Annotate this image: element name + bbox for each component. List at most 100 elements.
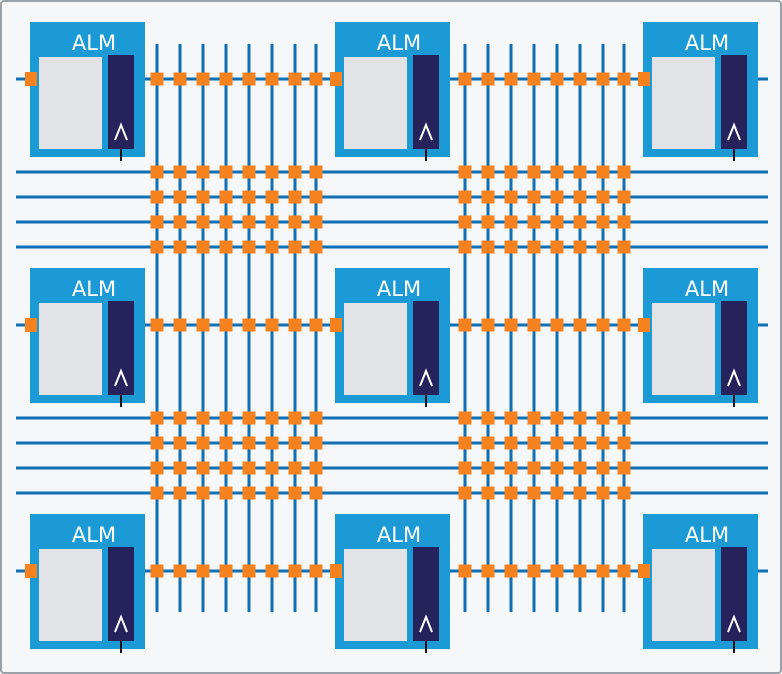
switch-point <box>150 72 164 86</box>
switch-point <box>242 411 256 425</box>
register-box <box>721 55 747 149</box>
switch-point <box>596 190 610 204</box>
switch-point <box>617 215 631 229</box>
switch-point <box>573 411 587 425</box>
switch-point <box>242 436 256 450</box>
switch-point <box>150 461 164 475</box>
switch-point <box>458 564 472 578</box>
switch-point <box>596 318 610 332</box>
switch-point <box>527 72 541 86</box>
alm-input-switch <box>330 72 342 86</box>
switch-point <box>550 72 564 86</box>
switch-point <box>242 72 256 86</box>
switch-point <box>550 436 564 450</box>
switch-point <box>481 72 495 86</box>
switch-point <box>527 411 541 425</box>
alm-block: ALM <box>330 514 450 653</box>
switch-point <box>219 72 233 86</box>
switch-point <box>150 165 164 179</box>
alm-block: ALM <box>638 22 758 161</box>
lut-box <box>344 303 407 395</box>
switch-point <box>265 486 279 500</box>
alm-input-switch <box>25 564 37 578</box>
switch-point <box>150 215 164 229</box>
switch-point <box>550 165 564 179</box>
alm-input-switch <box>330 318 342 332</box>
switch-point <box>550 461 564 475</box>
switch-point <box>596 165 610 179</box>
switch-point <box>265 461 279 475</box>
switch-point <box>196 318 210 332</box>
switch-point <box>504 190 518 204</box>
switch-point <box>309 461 323 475</box>
switch-point <box>196 564 210 578</box>
switch-point <box>504 486 518 500</box>
switch-point <box>458 436 472 450</box>
switch-point <box>596 564 610 578</box>
switch-point <box>173 436 187 450</box>
switch-point <box>196 436 210 450</box>
switch-point <box>527 190 541 204</box>
switch-point <box>196 411 210 425</box>
switch-point <box>527 436 541 450</box>
switch-point <box>150 190 164 204</box>
alm-block: ALM <box>25 22 145 161</box>
switch-point <box>173 318 187 332</box>
switch-point <box>458 240 472 254</box>
alm-block: ALM <box>638 268 758 407</box>
clock-arrow-icon <box>727 368 741 387</box>
alm-label: ALM <box>685 523 729 547</box>
switch-point <box>481 190 495 204</box>
switch-point <box>458 190 472 204</box>
switch-point <box>458 461 472 475</box>
alm-label: ALM <box>685 277 729 301</box>
switch-point <box>265 165 279 179</box>
register-box <box>108 55 134 149</box>
alm-block: ALM <box>330 22 450 161</box>
switch-point <box>219 486 233 500</box>
switch-point <box>458 318 472 332</box>
switch-point <box>288 165 302 179</box>
switch-point <box>309 486 323 500</box>
alm-input-switch <box>25 72 37 86</box>
switch-point <box>150 564 164 578</box>
switch-point <box>617 165 631 179</box>
switch-point <box>265 411 279 425</box>
switch-point <box>242 486 256 500</box>
switch-point <box>481 486 495 500</box>
register-box <box>108 301 134 395</box>
clock-arrow-icon <box>114 614 128 633</box>
switch-point <box>219 215 233 229</box>
switch-point <box>596 215 610 229</box>
register-box <box>413 301 439 395</box>
switch-point <box>196 461 210 475</box>
lut-box <box>39 57 102 149</box>
switch-point <box>242 240 256 254</box>
switch-point <box>150 436 164 450</box>
alm-block: ALM <box>638 514 758 653</box>
switch-point <box>527 165 541 179</box>
switch-point <box>481 411 495 425</box>
lut-box <box>652 57 715 149</box>
switch-point <box>219 318 233 332</box>
switch-point <box>550 564 564 578</box>
switch-point <box>150 318 164 332</box>
alm-input-switch <box>638 564 650 578</box>
switch-point <box>617 240 631 254</box>
switch-point <box>173 72 187 86</box>
switch-point <box>550 486 564 500</box>
switch-point <box>265 564 279 578</box>
switch-point <box>196 190 210 204</box>
clock-arrow-icon <box>727 122 741 141</box>
switch-point <box>504 318 518 332</box>
switch-point <box>573 240 587 254</box>
alm-label: ALM <box>72 277 116 301</box>
switch-point <box>173 165 187 179</box>
alm-input-switch <box>638 72 650 86</box>
switch-point <box>458 165 472 179</box>
switch-point <box>481 461 495 475</box>
switch-point <box>265 436 279 450</box>
switch-point <box>288 215 302 229</box>
